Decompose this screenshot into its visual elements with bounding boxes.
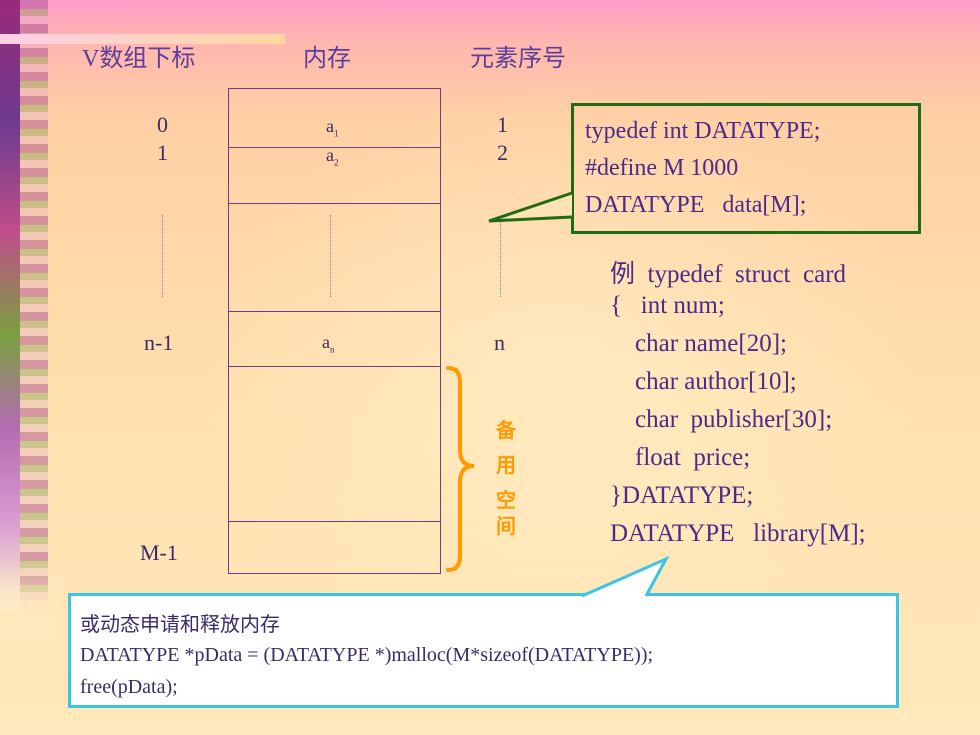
spare-space-char: 备 [496, 418, 516, 442]
typedef-callout [571, 103, 921, 234]
dynamic-alloc-callout-pointer [581, 555, 670, 598]
element-number: n [494, 330, 505, 355]
free-line: free(pData); [80, 676, 178, 698]
struct-example-line: 例 typedef struct card [610, 261, 847, 288]
memory-row-divider [228, 311, 441, 312]
index-label: 1 [157, 140, 168, 165]
spare-space-char: 间 [496, 514, 516, 538]
memory-row-divider [228, 366, 441, 367]
side-strip-fade [0, 560, 60, 640]
struct-example-line: char publisher[30]; [610, 406, 833, 433]
define-line: #define M 1000 [585, 155, 739, 181]
memory-cell-value: a1 [326, 116, 339, 139]
spare-space-brace [446, 366, 475, 572]
ellipsis-dotted-line [330, 215, 331, 297]
header-index: V数组下标 [82, 46, 196, 72]
decorative-side-strip [0, 0, 20, 610]
element-number: 2 [497, 140, 508, 165]
dynamic-alloc-callout [68, 593, 899, 708]
header-memory: 内存 [303, 46, 351, 72]
decorative-side-texture [20, 0, 48, 600]
memory-row-divider [228, 147, 441, 148]
ellipsis-dotted-line [162, 215, 163, 297]
dynamic-alloc-title: 或动态申请和释放内存 [80, 612, 280, 636]
struct-example-line: }DATATYPE; [610, 482, 754, 509]
memory-cell-value: a2 [326, 145, 339, 168]
decorative-top-bar [0, 34, 285, 44]
index-label: M-1 [140, 540, 178, 565]
memory-block [228, 88, 441, 574]
memory-cell-value: an [322, 332, 335, 355]
memory-row-divider [228, 521, 441, 522]
typedef-line: typedef int DATATYPE; [585, 118, 821, 144]
spare-space-char: 用 [496, 453, 516, 477]
array-decl-line: DATATYPE data[M]; [585, 192, 807, 218]
struct-example-line: DATATYPE library[M]; [610, 520, 866, 547]
ellipsis-dotted-line [500, 222, 501, 297]
spare-space-char: 空 [496, 488, 516, 512]
index-label: 0 [157, 112, 168, 137]
header-element-number: 元素序号 [470, 46, 566, 72]
struct-example-line: { int num; [610, 292, 725, 319]
struct-example-line: float price; [610, 444, 751, 471]
struct-example-line: char author[10]; [610, 368, 797, 395]
element-number: 1 [497, 112, 508, 137]
memory-row-divider [228, 203, 441, 204]
malloc-line: DATATYPE *pData = (DATATYPE *)malloc(M*s… [80, 644, 654, 666]
struct-example-line: char name[20]; [610, 330, 788, 357]
index-label: n-1 [144, 330, 174, 355]
typedef-callout-pointer [488, 191, 573, 223]
